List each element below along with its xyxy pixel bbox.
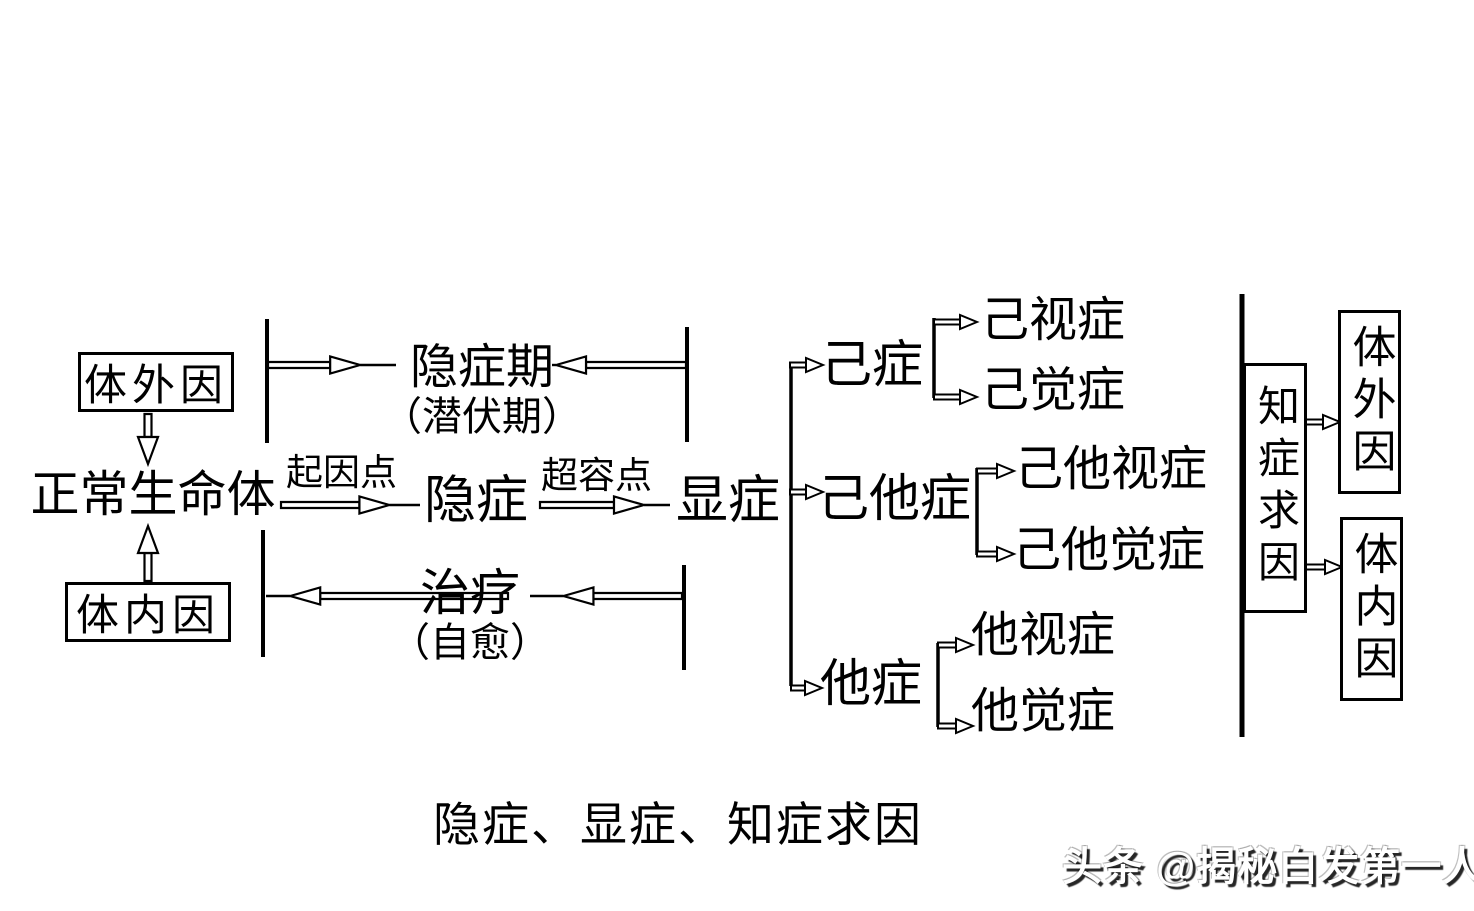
arrow-to-other-seen (937, 636, 976, 654)
other-felt-label: 他觉症 (971, 685, 1116, 738)
arrow-know-to-external (1301, 413, 1343, 431)
know-seek-cause-box: 知症求因 (1243, 363, 1307, 613)
visible-symptom-label: 显症 (676, 473, 781, 530)
external-cause-left-box: 体外因 (78, 352, 234, 412)
arrow-overflow-point (538, 495, 670, 515)
arrow-to-self-other (789, 483, 826, 501)
arrow-to-self (789, 356, 826, 374)
arrow-to-other-felt (937, 717, 976, 735)
arrow-to-self-felt (933, 388, 980, 406)
self-felt-label: 己觉症 (981, 364, 1126, 417)
internal-cause-left-label: 体内因 (76, 593, 220, 640)
arrow-to-hidden-period-left (266, 355, 396, 375)
arrow-cause-point (279, 495, 420, 515)
arrow-treatment-to-left (266, 586, 510, 606)
external-cause-right-label: 体外因 (1345, 324, 1395, 480)
self-other-felt-label: 己他觉症 (1013, 524, 1206, 577)
arrow-to-hidden-period-right (551, 355, 688, 375)
arrow-right-to-treatment (530, 586, 684, 606)
hidden-period-label: 隐症期 （潜伏期） (358, 341, 606, 440)
overflow-point-label: 超容点 (541, 456, 652, 497)
watermark: 头条 @揭秘白发第一人 (1062, 845, 1474, 889)
arrow-external-down (136, 412, 160, 468)
internal-cause-left-box: 体内因 (65, 582, 231, 642)
treatment-label: 治疗 （自愈） (350, 565, 590, 666)
arrow-know-to-internal (1301, 558, 1345, 576)
internal-cause-right-box: 体内因 (1340, 517, 1403, 701)
self-symptom-label: 己症 (821, 338, 924, 394)
external-cause-left-label: 体外因 (84, 363, 228, 410)
arrow-to-self-other-seen (976, 462, 1017, 480)
arrow-to-self-other-felt (976, 545, 1017, 563)
diagram-title: 隐症、显症、知症求因 (433, 800, 923, 852)
cause-point-label: 起因点 (286, 453, 397, 494)
external-cause-right-box: 体外因 (1338, 310, 1401, 494)
self-seen-label: 己视症 (981, 294, 1126, 347)
self-other-seen-label: 己他视症 (1015, 443, 1208, 496)
self-other-symptom-label: 己他症 (818, 472, 972, 528)
arrow-to-self-seen (933, 313, 980, 331)
know-seek-cause-label: 知症求因 (1251, 384, 1298, 592)
normal-life-label: 正常生命体 (30, 467, 276, 522)
arrow-internal-up (136, 522, 160, 583)
internal-cause-right-label: 体内因 (1347, 531, 1397, 687)
treatment-text: 治疗 (420, 565, 520, 621)
hidden-period-text: 隐症期 (409, 341, 554, 394)
hidden-symptom-label: 隐症 (424, 473, 529, 530)
other-symptom-label: 他症 (820, 657, 923, 713)
arrow-to-other (790, 679, 825, 697)
self-heal-text: （自愈） (390, 620, 550, 665)
other-seen-label: 他视症 (971, 609, 1116, 662)
latent-period-text: （潜伏期） (382, 393, 582, 439)
